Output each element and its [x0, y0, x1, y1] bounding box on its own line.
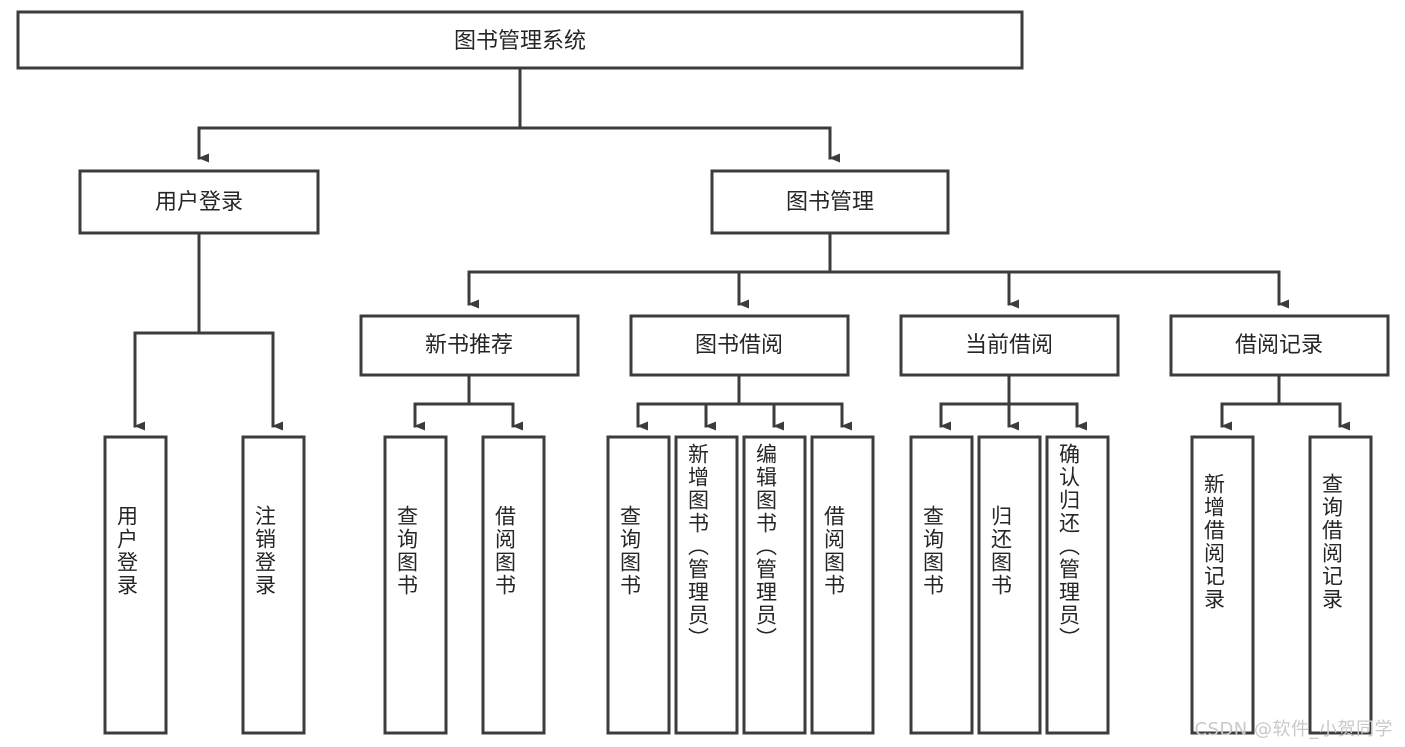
connector-book-mgmt-to-level3 [467, 231, 1289, 309]
node-book-borrow[interactable]: 图书借阅 [629, 314, 850, 377]
leaf-box-current-confirm[interactable] [1045, 435, 1110, 735]
leaf-box-current-return[interactable] [977, 435, 1042, 735]
node-book-management[interactable]: 图书管理 [710, 169, 950, 235]
node-new-book-recommend-label: 新书推荐 [425, 333, 513, 358]
connector-current-to-leaves [939, 373, 1087, 431]
node-user-login[interactable]: 用户登录 [78, 169, 320, 235]
leaf-box-borrow-query[interactable] [606, 435, 671, 735]
leaf-box-current-query[interactable] [909, 435, 974, 735]
leaf-box-record-query[interactable] [1308, 435, 1373, 735]
leaf-box-borrow-add[interactable] [674, 435, 739, 735]
connector-root-to-level2 [197, 66, 840, 163]
leaf-box-recommend-borrow[interactable] [481, 435, 546, 735]
node-borrow-record-label: 借阅记录 [1235, 333, 1323, 358]
node-borrow-record[interactable]: 借阅记录 [1169, 314, 1390, 377]
leaf-box-record-add[interactable] [1190, 435, 1255, 735]
leaf-box-borrow-edit[interactable] [742, 435, 807, 735]
connector-borrow-to-leaves [636, 373, 852, 431]
leaf-box-user-login-logout[interactable] [241, 435, 306, 735]
node-current-borrow-label: 当前借阅 [965, 333, 1053, 358]
node-user-login-label: 用户登录 [155, 190, 243, 215]
leaf-box-borrow-lend[interactable] [810, 435, 875, 735]
node-current-borrow[interactable]: 当前借阅 [899, 314, 1120, 377]
connector-user-login-to-leaves [133, 231, 283, 431]
node-new-book-recommend[interactable]: 新书推荐 [359, 314, 580, 377]
node-root[interactable]: 图书管理系统 [16, 10, 1024, 70]
csdn-watermark: CSDN @软件_小贺同学 [1194, 719, 1393, 740]
node-book-management-label: 图书管理 [786, 190, 874, 215]
node-root-label: 图书管理系统 [454, 29, 586, 54]
leaf-box-user-login-login[interactable] [103, 435, 168, 735]
leaf-box-recommend-query[interactable] [383, 435, 448, 735]
connector-record-to-leaves [1220, 373, 1350, 431]
node-book-borrow-label: 图书借阅 [695, 333, 783, 358]
connector-recommend-to-leaves [413, 373, 523, 431]
